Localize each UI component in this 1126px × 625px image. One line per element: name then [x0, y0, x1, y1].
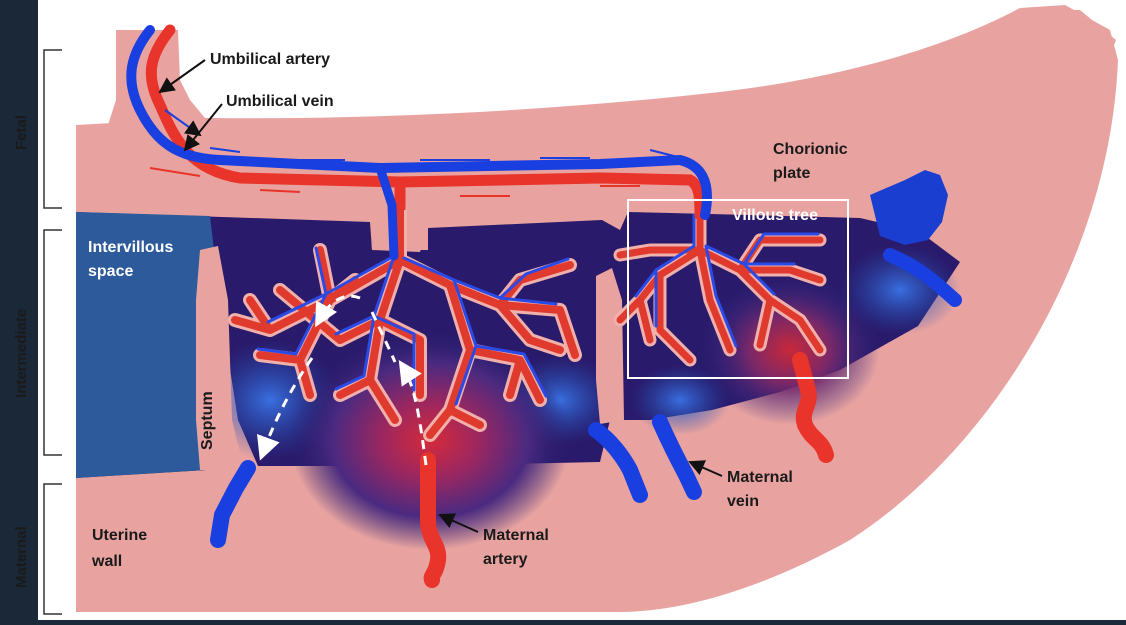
- maternal-artery-vessel: [420, 452, 447, 588]
- maternal-flow-arrows: [257, 294, 428, 466]
- marginal-sinus: [870, 170, 948, 245]
- leader-lines: [158, 59, 723, 533]
- label-maternal-artery-line1: Maternal: [483, 527, 549, 544]
- umbilical-vein-vessel: [126, 25, 712, 220]
- label-septum: Septum: [199, 391, 216, 450]
- right-blue-vessel: [883, 248, 962, 307]
- label-uterine-wall-line1: Uterine: [92, 527, 147, 544]
- maternal-vein-mid-vessel: [588, 422, 648, 503]
- label-intervillous-space-line2: space: [88, 263, 133, 280]
- maternal-artery-right-vessel: [792, 352, 834, 463]
- label-intervillous-space-line1: Intervillous: [88, 239, 173, 256]
- label-maternal-vein-line2: vein: [727, 493, 759, 510]
- section-label-maternal: Maternal: [13, 526, 30, 588]
- section-label-intermediate: Intermediate: [13, 309, 30, 398]
- label-chorionic-plate-line1: Chorionic: [773, 141, 848, 158]
- section-label-fetal: Fetal: [13, 115, 30, 150]
- villous-tree-center: [228, 203, 582, 442]
- septum-mid: [596, 268, 624, 424]
- label-villous-tree: Villous tree: [732, 207, 818, 224]
- intervillous-space-left: [76, 212, 214, 478]
- label-umbilical-vein: Umbilical vein: [226, 93, 334, 110]
- label-uterine-wall-line2: wall: [91, 553, 122, 570]
- maternal-vein-left-vessel: [210, 460, 256, 548]
- septum-left: [196, 246, 244, 470]
- arterial-jet-hotspot: [700, 275, 880, 425]
- fetal-flow-arrows: [149, 109, 691, 197]
- label-umbilical-artery: Umbilical artery: [210, 51, 330, 68]
- label-maternal-vein-line1: Maternal: [727, 469, 793, 486]
- umbilical-vein-branch: [375, 163, 399, 261]
- section-brackets: [43, 49, 62, 615]
- label-chorionic-plate-line2: plate: [773, 165, 810, 182]
- villous-tree-box: [627, 199, 849, 379]
- villous-tree-right: [613, 208, 827, 367]
- blue-zone: [840, 245, 960, 335]
- label-maternal-artery-line2: artery: [483, 551, 528, 568]
- maternal-vein-right-vessel: [652, 414, 702, 500]
